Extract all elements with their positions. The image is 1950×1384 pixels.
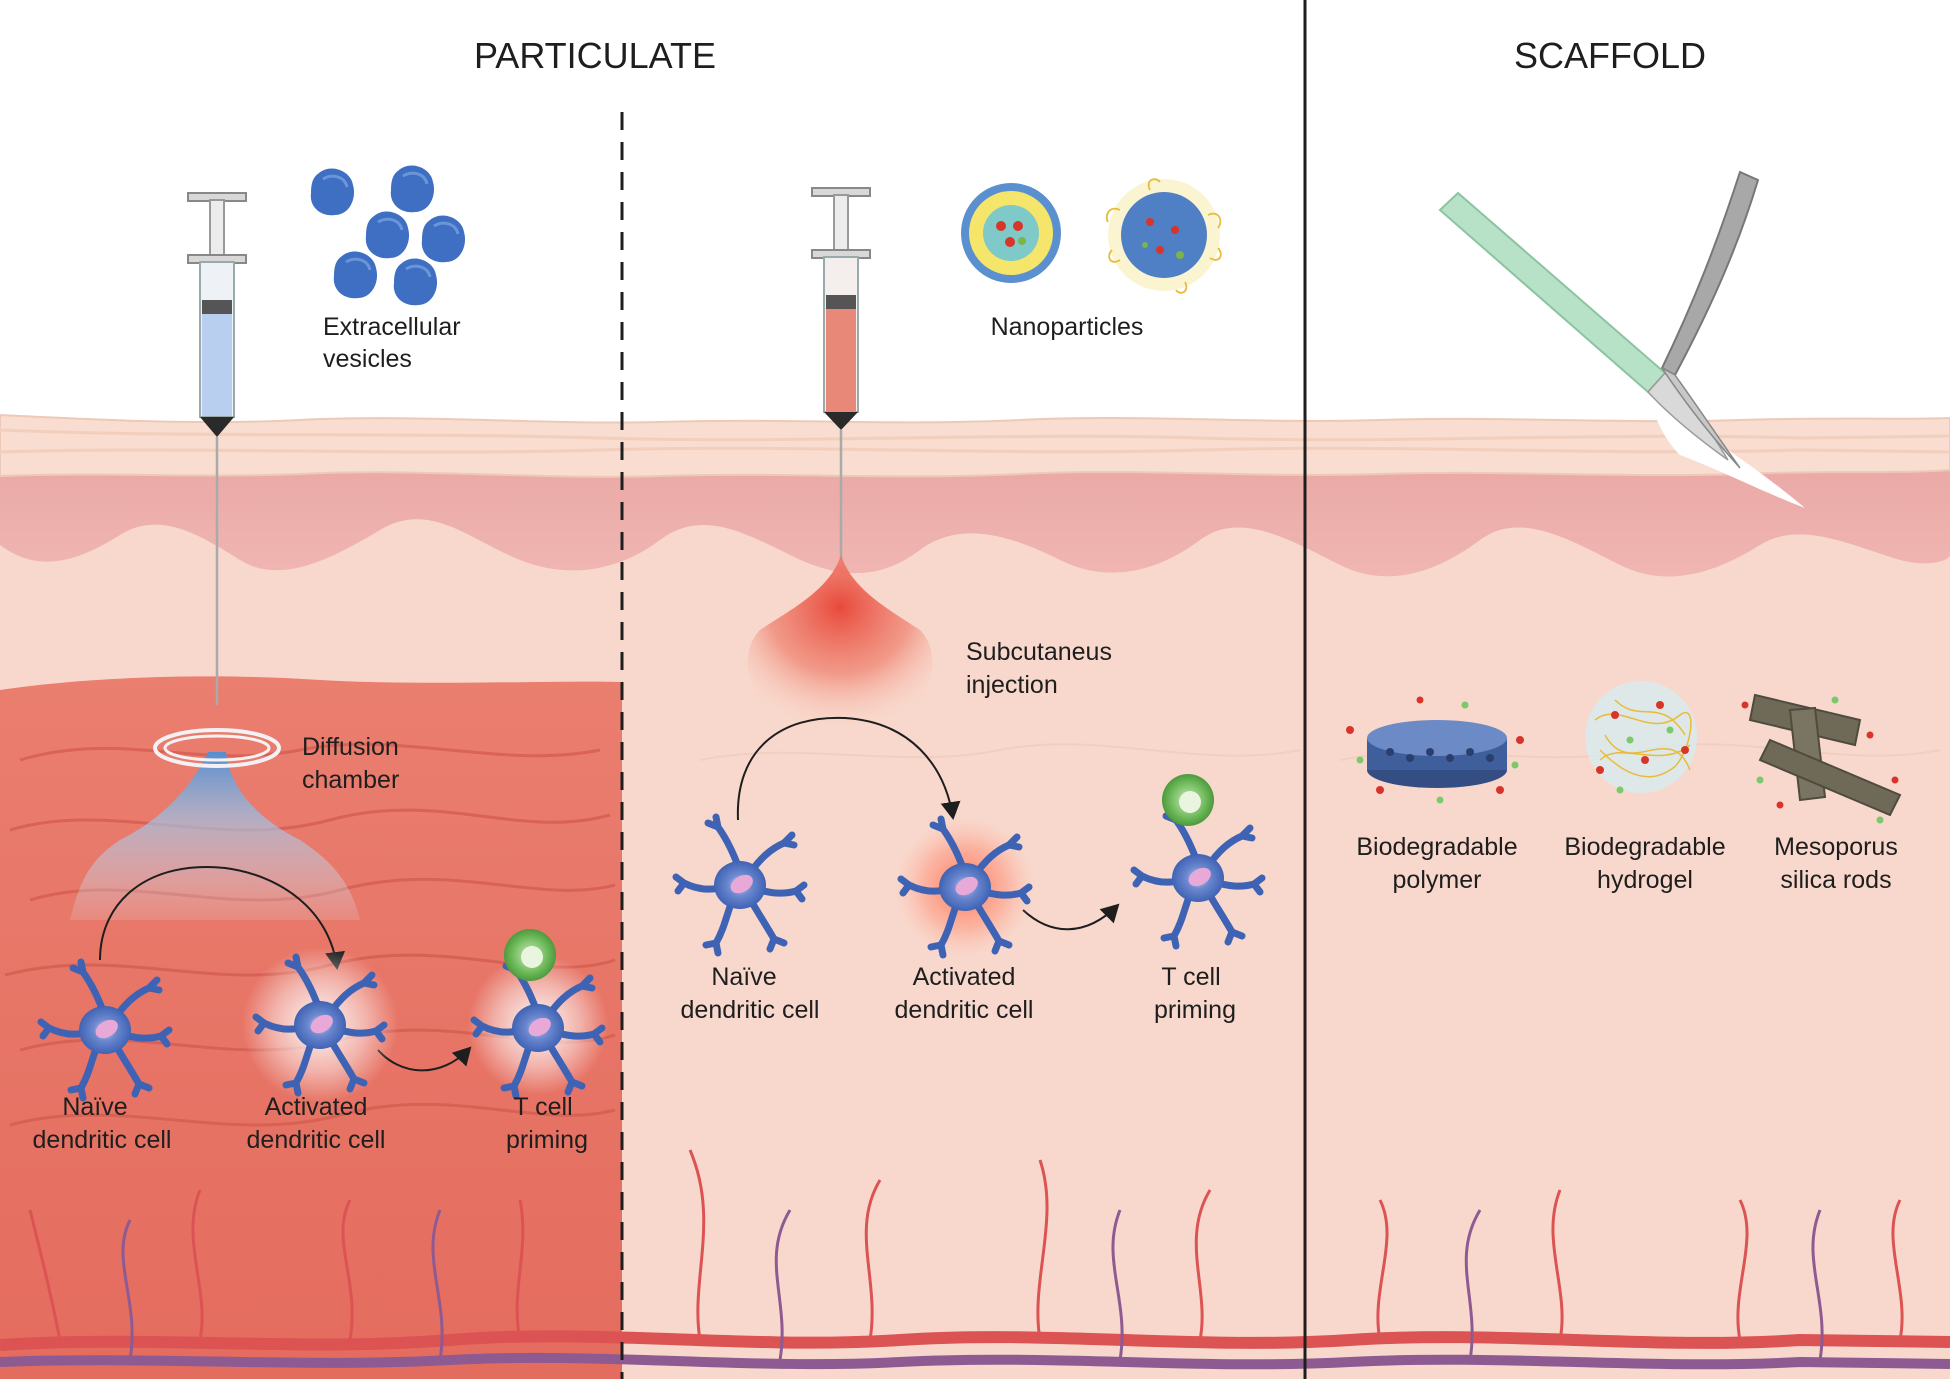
activated-dendritic-cell-icon — [895, 817, 1035, 957]
label-activated-dc-1: Activated — [913, 963, 1016, 991]
label-activated-dc-2: dendritic cell — [247, 1126, 386, 1154]
label-subcutaneus-injection-2: injection — [966, 671, 1058, 699]
label-t-cell-priming-1: T cell — [1161, 963, 1220, 991]
section-heading-particulate: PARTICULATE — [474, 35, 716, 76]
label-t-cell-priming-2: priming — [1154, 996, 1236, 1024]
arrow-naive-to-activated — [99, 866, 345, 970]
label-activated-dc-2: dendritic cell — [895, 996, 1034, 1024]
label-extracellular-vesicles-1: Extracellular — [323, 313, 461, 341]
label-naive-dc-2: dendritic cell — [33, 1126, 172, 1154]
diffusion-chamber-icon — [70, 728, 360, 920]
syringe-icon — [187, 192, 247, 705]
label-polymer-1: Biodegradable — [1356, 833, 1517, 861]
activated-dendritic-cell-icon — [242, 947, 398, 1103]
label-extracellular-vesicles-2: vesicles — [323, 345, 412, 373]
injection-depot — [747, 555, 933, 729]
liposome-nanoparticle-icon — [961, 183, 1061, 283]
label-silica-rods-2: silica rods — [1780, 866, 1891, 894]
forceps-icon — [1660, 170, 1760, 469]
syringe-icon — [811, 187, 871, 560]
label-hydrogel-1: Biodegradable — [1564, 833, 1725, 861]
blood-vessel-icon — [0, 1149, 1950, 1370]
section-heading-scaffold: SCAFFOLD — [1514, 35, 1706, 76]
label-naive-dc-1: Naïve — [62, 1093, 127, 1121]
label-t-cell-priming-1: T cell — [513, 1093, 572, 1121]
t-cell-priming-icon — [1134, 774, 1262, 946]
label-t-cell-priming-2: priming — [506, 1126, 588, 1154]
mesoporous-silica-rods-icon — [1741, 693, 1902, 824]
label-naive-dc-2: dendritic cell — [681, 996, 820, 1024]
label-subcutaneus-injection-1: Subcutaneus — [966, 638, 1112, 666]
label-polymer-2: polymer — [1393, 866, 1482, 894]
label-naive-dc-1: Naïve — [711, 963, 776, 991]
epidermis-layer — [0, 413, 1950, 478]
arrow-naive-to-activated — [736, 716, 961, 821]
label-silica-rods-1: Mesoporus — [1774, 833, 1898, 861]
label-activated-dc-1: Activated — [265, 1093, 368, 1121]
label-hydrogel-2: hydrogel — [1597, 866, 1693, 894]
label-diffusion-chamber-2: chamber — [302, 766, 399, 794]
arrow-activated-to-priming — [1022, 903, 1120, 931]
biodegradable-polymer-icon — [1346, 696, 1524, 804]
polymer-nanoparticle-icon — [1105, 178, 1222, 294]
biodegradable-hydrogel-icon — [1585, 681, 1697, 794]
t-cell-priming-icon — [468, 929, 608, 1096]
label-diffusion-chamber-1: Diffusion — [302, 733, 399, 761]
label-nanoparticles: Nanoparticles — [991, 313, 1144, 341]
